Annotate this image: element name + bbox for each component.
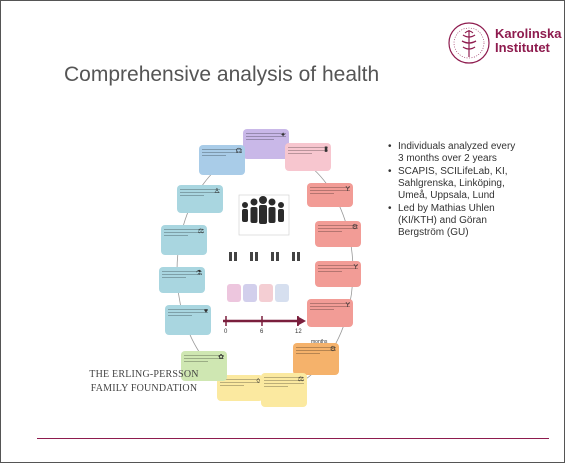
antibody-icon: Y (353, 264, 358, 271)
bullet-marker: • (388, 203, 392, 214)
antibody-icon: Y (345, 186, 350, 193)
bullet-text: Individuals analyzed every 3 months over… (398, 141, 516, 164)
slide-title: Comprehensive analysis of health (64, 63, 380, 86)
logo-wordmark: Karolinska Institutet (495, 27, 561, 55)
heart-icon: ♥ (203, 308, 208, 315)
bone-icon: ☊ (235, 148, 242, 155)
diagram-box: ⚗ (159, 267, 205, 293)
diagram-box: ⚙ (315, 221, 361, 247)
gear-icon: ⚙ (329, 346, 336, 353)
diagram-canvas (176, 148, 354, 394)
timeline-arrow (223, 316, 306, 326)
person-icon: ♙ (213, 188, 220, 195)
diagram-box: ♥ (165, 305, 211, 335)
diagram-box: Y (307, 183, 353, 207)
diagram-box: ⚖ (261, 373, 307, 407)
bullet-item: • Led by Mathias Uhlen (KI/KTH) and Göran… (388, 203, 518, 239)
diagram-box: Y (307, 299, 353, 327)
logo-line-2: Institutet (495, 40, 550, 55)
bullet-text: Led by Mathias Uhlen (KI/KTH) and Göran … (398, 203, 495, 238)
diagram-box: ♙ (177, 185, 223, 213)
bullet-marker: • (388, 166, 392, 177)
karolinska-logo: Karolinska Institutet (447, 21, 561, 73)
dna-icon: ✦ (280, 132, 286, 139)
people-group-icon (242, 196, 284, 224)
antibody-icon: Y (345, 302, 350, 309)
diagram-box: Y (315, 261, 361, 287)
people-frame (238, 194, 290, 236)
timeline-tick-0: 0 (224, 329, 228, 335)
bullet-list: • Individuals analyzed every 3 months ove… (388, 141, 518, 240)
foundation-line-1: THE ERLING-PERSSON (89, 369, 199, 380)
bullet-text: SCAPIS, SCILifeLab, KI, Sahlgrenska, Lin… (398, 166, 508, 201)
visit-people-icons (229, 252, 300, 261)
diagram-box: ✦ (243, 129, 289, 159)
footer-divider (37, 438, 549, 439)
diagram-box: ⚙ (293, 343, 339, 375)
foundation-line-2: FAMILY FOUNDATION (90, 383, 198, 394)
study-diagram: 0 6 12 months ✦ ▮ Y ⚙ Y Y ⚙ ⚖ ◊ ✿ ♥ ⚗ ⚖ … (151, 121, 381, 421)
diagram-box: ⚖ (161, 225, 207, 255)
diagram-box: ✿ (181, 351, 227, 381)
bullet-item: • Individuals analyzed every 3 months ove… (388, 141, 518, 165)
bullet-item: • SCAPIS, SCILifeLab, KI, Sahlgrenska, Li… (388, 166, 518, 202)
pill-icon: ◊ (256, 378, 260, 385)
gear-icon: ⚙ (351, 224, 358, 231)
diagram-box: ☊ (199, 145, 245, 175)
diagram-box: ▮ (285, 143, 331, 171)
timeline-tick-6: 6 (260, 329, 264, 335)
sample-tubes-icon (227, 284, 289, 302)
bottle-icon: ▮ (324, 146, 328, 153)
foundation-logo: THE ERLING-PERSSON FAMILY FOUNDATION (85, 368, 203, 396)
timeline-tick-12: 12 (295, 329, 302, 335)
bullet-marker: • (388, 141, 392, 152)
scale-icon: ⚖ (197, 228, 204, 235)
molecule-icon: ✿ (218, 354, 224, 361)
flask-icon: ⚗ (195, 270, 202, 277)
logo-line-1: Karolinska (495, 26, 562, 41)
ki-seal-icon (448, 22, 490, 64)
timeline-unit: months (311, 339, 328, 345)
scale-icon: ⚖ (297, 376, 304, 383)
